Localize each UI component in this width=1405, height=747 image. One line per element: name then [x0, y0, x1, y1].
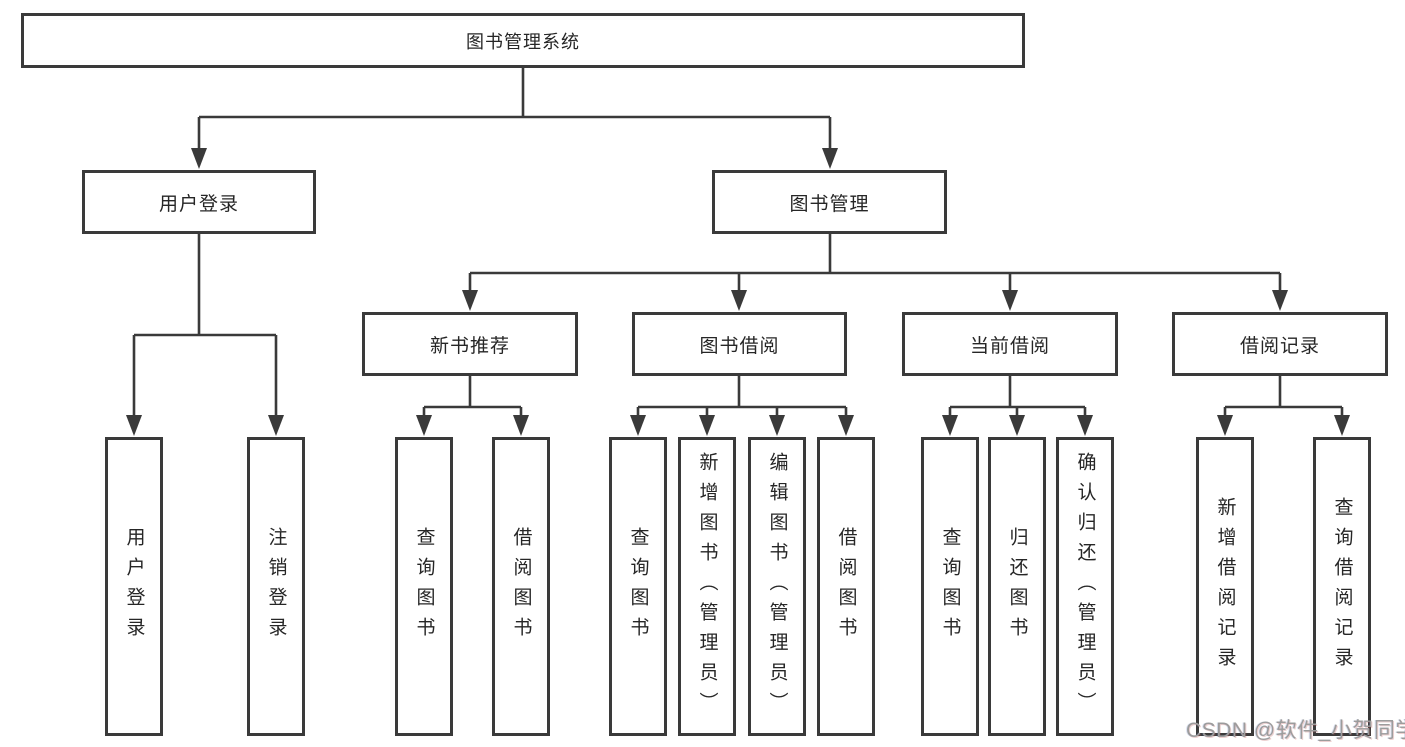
node-user-login: 用户登录 — [82, 170, 316, 234]
leaf-add-books-admin: 新增图书（管理员） — [678, 437, 736, 736]
leaf-user-login: 用户登录 — [105, 437, 163, 736]
node-book-borrowing: 图书借阅 — [632, 312, 847, 376]
arrowheads — [126, 148, 1350, 436]
leaf-label: 编辑图书（管理员） — [766, 451, 788, 722]
node-new-book-recommend: 新书推荐 — [362, 312, 578, 376]
node-book-management: 图书管理 — [712, 170, 947, 234]
leaf-label: 用户登录 — [123, 526, 145, 647]
node-current-borrowing: 当前借阅 — [902, 312, 1118, 376]
leaf-edit-books-admin: 编辑图书（管理员） — [748, 437, 806, 736]
leaf-label: 借阅图书 — [510, 526, 532, 647]
leaf-add-borrow-record: 新增借阅记录 — [1196, 437, 1254, 736]
leaf-label: 查询图书 — [939, 526, 961, 647]
leaf-query-books-current: 查询图书 — [921, 437, 979, 736]
leaf-label: 归还图书 — [1006, 526, 1028, 647]
node-library-management-system: 图书管理系统 — [21, 13, 1025, 68]
leaf-confirm-return-admin: 确认归还（管理员） — [1056, 437, 1114, 736]
leaf-borrow-books-recommend: 借阅图书 — [492, 437, 550, 736]
leaf-return-books: 归还图书 — [988, 437, 1046, 736]
leaf-logout: 注销登录 — [247, 437, 305, 736]
leaf-label: 查询图书 — [413, 526, 435, 647]
leaf-label: 新增图书（管理员） — [696, 451, 718, 722]
leaf-label: 查询图书 — [627, 526, 649, 647]
leaf-borrow-books-borrowing: 借阅图书 — [817, 437, 875, 736]
leaf-label: 确认归还（管理员） — [1074, 451, 1096, 722]
leaf-query-books-recommend: 查询图书 — [395, 437, 453, 736]
leaf-label: 新增借阅记录 — [1214, 496, 1236, 677]
leaf-label: 借阅图书 — [835, 526, 857, 647]
csdn-watermark: CSDN @软件_小贺同学 — [1186, 719, 1405, 742]
leaf-label: 注销登录 — [265, 526, 287, 647]
leaf-label: 查询借阅记录 — [1331, 496, 1353, 677]
leaf-query-borrow-record: 查询借阅记录 — [1313, 437, 1371, 736]
leaf-query-books-borrowing: 查询图书 — [609, 437, 667, 736]
node-borrowing-records: 借阅记录 — [1172, 312, 1388, 376]
